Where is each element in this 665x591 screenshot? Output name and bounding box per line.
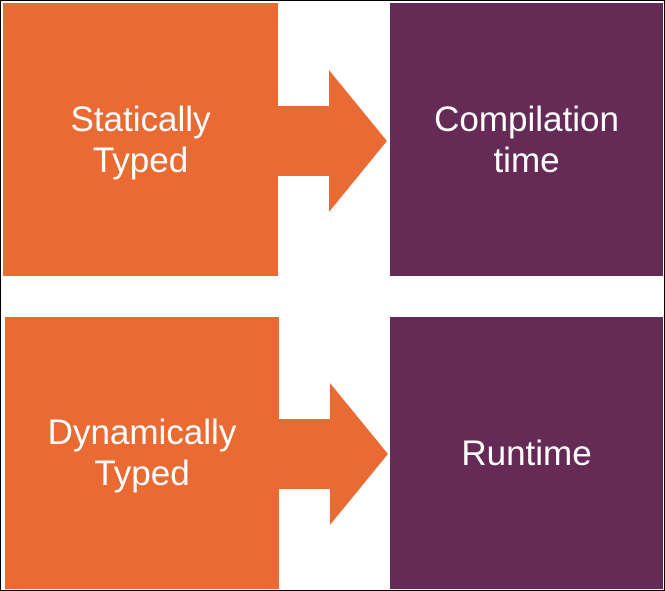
statically-typed-label: Statically Typed: [70, 99, 211, 180]
arrow-right-icon: [277, 70, 387, 212]
dynamically-typed-box: Dynamically Typed: [5, 317, 279, 589]
compilation-time-label: Compilation time: [434, 99, 619, 180]
arrow-right-icon: [278, 383, 388, 525]
dynamically-typed-label: Dynamically Typed: [47, 413, 237, 493]
runtime-box: Runtime: [390, 317, 663, 589]
statically-typed-box: Statically Typed: [3, 3, 278, 276]
compilation-time-box: Compilation time: [390, 3, 663, 276]
runtime-label: Runtime: [461, 433, 592, 473]
